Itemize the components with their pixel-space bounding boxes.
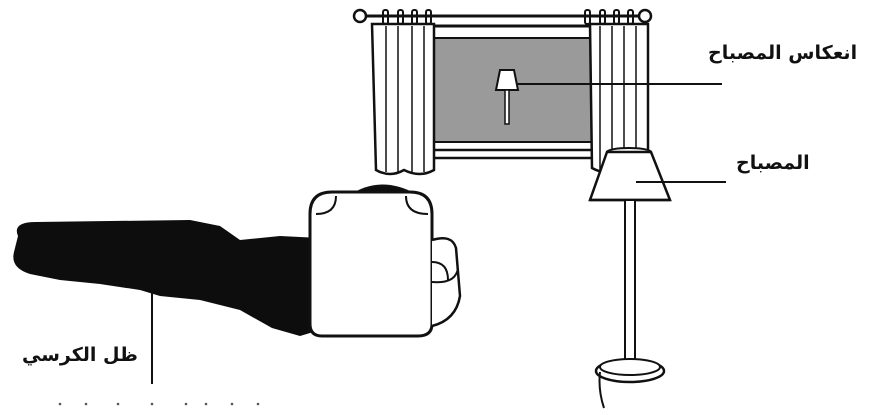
lamp-icon <box>588 147 672 409</box>
chair-shadow-shape <box>13 220 320 336</box>
armchair-icon <box>308 184 462 338</box>
window-icon <box>352 8 653 176</box>
lamp-reflection-icon <box>494 69 520 125</box>
floor-dots <box>58 402 260 406</box>
lamp-reflection-label: انعكاس المصباح <box>708 42 858 64</box>
lamp-label: المصباح <box>736 152 810 174</box>
chair-shadow-label: ظل الكرسي <box>22 344 138 366</box>
